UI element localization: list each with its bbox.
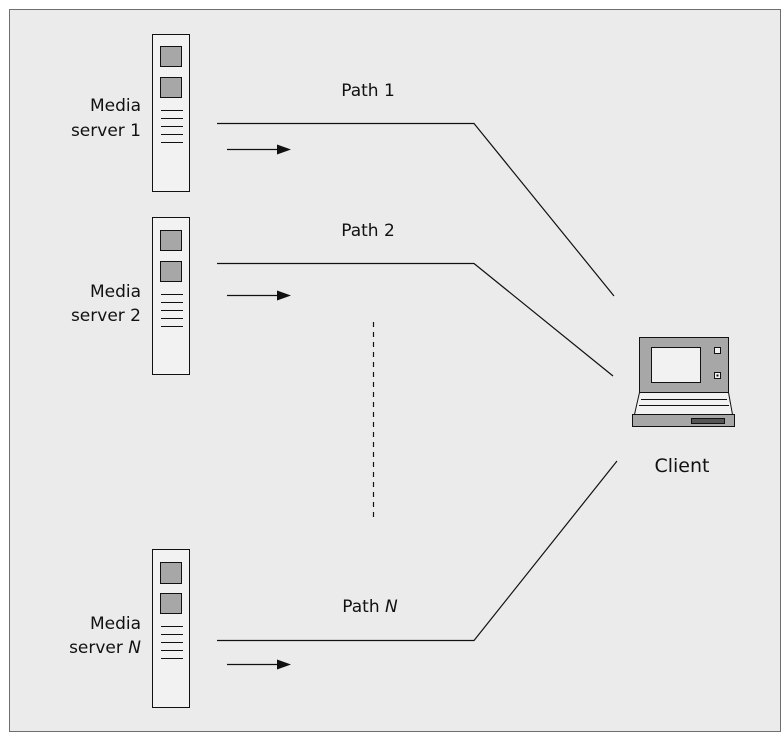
right-arrow-icon xyxy=(227,290,291,301)
path-label-number: N xyxy=(385,597,398,617)
client-label: Client xyxy=(654,455,709,477)
server-tower-icon xyxy=(152,549,190,708)
laptop-screen xyxy=(651,347,701,383)
right-arrow-icon xyxy=(227,659,291,670)
server-label-prefix: server xyxy=(69,638,128,658)
network-path-n xyxy=(217,460,618,642)
server-label-line2: server 2 xyxy=(71,306,141,326)
path-label: Path 2 xyxy=(341,221,395,241)
path-label-number: 2 xyxy=(384,221,395,241)
laptop-button-top xyxy=(714,347,721,354)
server-label-number: 1 xyxy=(130,121,141,141)
path-label: Path N xyxy=(342,597,398,617)
network-path-2 xyxy=(217,262,614,377)
server-label-number: 2 xyxy=(130,306,141,326)
network-path-1 xyxy=(217,122,615,297)
path-label-prefix: Path xyxy=(342,597,385,617)
server-label-prefix: server xyxy=(71,306,130,326)
server-label-prefix: server xyxy=(71,121,130,141)
path-label-prefix: Path xyxy=(341,81,384,101)
media-server-1: Media server 1 Path 1 xyxy=(71,34,615,297)
path-label: Path 1 xyxy=(341,81,395,101)
server-label-line2: server 1 xyxy=(71,121,141,141)
server-tower-icon xyxy=(152,217,190,375)
client: Client xyxy=(632,337,735,477)
path-label-prefix: Path xyxy=(341,221,384,241)
laptop-icon xyxy=(632,337,735,427)
server-label-line2: server N xyxy=(69,638,141,658)
media-server-n: Media server N Path N xyxy=(69,460,618,708)
laptop-drive-slot xyxy=(691,418,725,424)
path-label-number: 1 xyxy=(384,81,395,101)
server-tower-icon xyxy=(152,34,190,192)
media-server-2: Media server 2 Path 2 xyxy=(71,217,614,377)
laptop-keyboard xyxy=(633,392,734,415)
server-label-line1: Media xyxy=(90,96,141,116)
server-label-line1: Media xyxy=(90,282,141,302)
right-arrow-icon xyxy=(227,144,291,155)
server-label-line1: Media xyxy=(90,614,141,634)
server-label-number: N xyxy=(128,638,141,658)
